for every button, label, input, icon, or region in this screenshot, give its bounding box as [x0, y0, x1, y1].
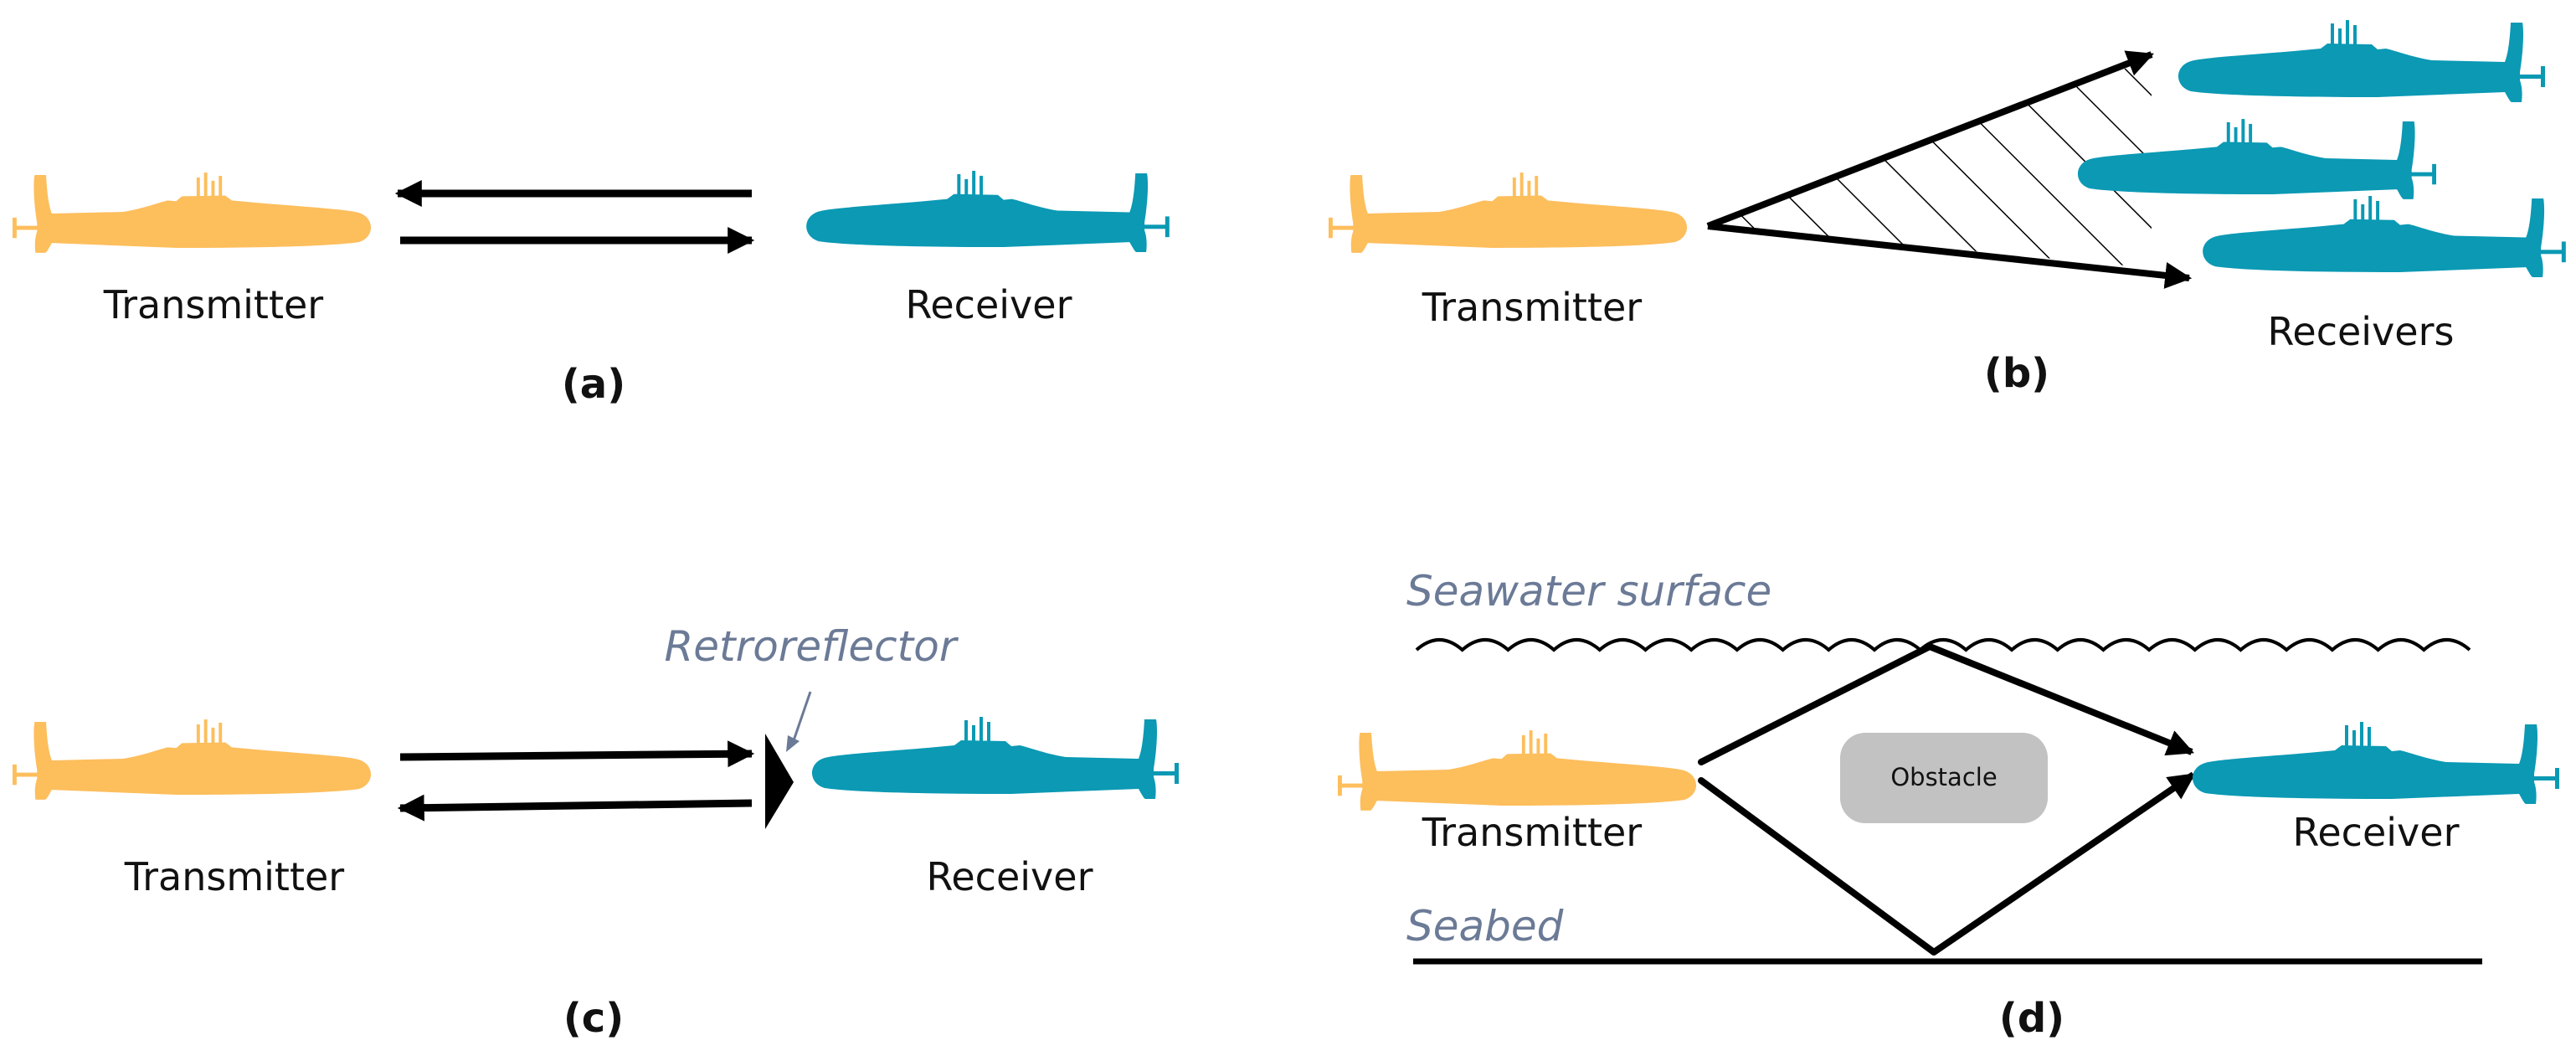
receiver-submarine-icon — [2193, 722, 2559, 804]
retroreflector-pointer — [790, 691, 812, 746]
panel-label: (c) — [563, 995, 624, 1042]
surface-reflected-path-down-arrow — [1928, 643, 2194, 756]
transmitter-submarine-icon — [13, 173, 372, 253]
receiver-submarine-icon — [812, 717, 1179, 799]
panel-label: (b) — [1984, 350, 2049, 397]
seawater-surface-label: Seawater surface — [1406, 567, 1771, 616]
panel-a: Transmitter Receiver (a) — [13, 170, 1170, 408]
transmitter-submarine-icon — [1338, 730, 1697, 811]
retroreflector-label: Retroreflector — [665, 622, 959, 671]
transmitter-submarine-icon — [13, 719, 372, 800]
panel-label: (a) — [562, 361, 625, 408]
seabed-reflected-path-up-arrow — [1931, 771, 2196, 956]
transmitter-submarine-icon — [1329, 173, 1688, 253]
receiver-submarine-icon — [2178, 20, 2545, 102]
receiver-submarine-icon — [806, 170, 1170, 252]
seawater-surface-line — [1415, 638, 2471, 652]
transmitter-label: Transmitter — [1422, 810, 1643, 855]
broadcast-beam-area — [1708, 59, 2152, 268]
seabed-label: Seabed — [1406, 902, 1564, 951]
seabed-reflected-path-down — [1698, 777, 1937, 956]
receiver-submarine-icon — [2203, 195, 2566, 277]
receivers-label: Receivers — [2268, 309, 2455, 354]
panel-c: Retroreflector Transmitter Receiver (c) — [13, 622, 1179, 1042]
transmitter-label: Transmitter — [103, 282, 324, 327]
transmitter-label: Transmitter — [1422, 285, 1643, 330]
reflected-link-arrow — [397, 794, 753, 822]
receiver-label: Receiver — [926, 854, 1093, 899]
panel-label: (d) — [1999, 995, 2064, 1042]
beam-upper-edge-arrow — [1706, 50, 2154, 229]
obstacle-block — [1840, 733, 2048, 823]
receiver-label: Receiver — [905, 282, 1072, 327]
forward-link-arrow — [399, 740, 755, 768]
transmitter-label: Transmitter — [124, 854, 345, 899]
retroreflector-pointer-head — [786, 735, 800, 752]
receiver-label: Receiver — [2292, 810, 2459, 855]
panel-d: Seawater surface Obstacle Transmitter Re… — [1338, 567, 2559, 1042]
beam-lower-edge-arrow — [1707, 223, 2193, 289]
obstacle-label: Obstacle — [1890, 763, 1997, 791]
retroreflector-shape — [765, 734, 794, 829]
panel-b: Transmitter Receivers (b) — [1329, 20, 2566, 397]
surface-reflected-path-up — [1698, 643, 1933, 765]
